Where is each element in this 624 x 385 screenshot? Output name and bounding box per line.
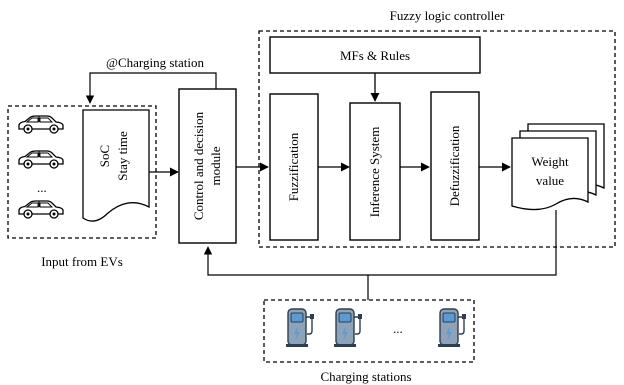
charging-station-icon <box>437 308 467 348</box>
mfs-rules-label: MFs & Rules <box>340 48 410 63</box>
inference-system-block <box>349 102 401 241</box>
inference-label: Inference System <box>367 127 382 218</box>
mfs-rules-box <box>269 36 481 74</box>
defuzzification-block <box>430 91 480 241</box>
charging-station-icon <box>285 308 315 348</box>
car-icon <box>18 115 64 134</box>
control-label-line2: module <box>208 146 223 185</box>
fuzzification-label: Fuzzification <box>286 132 301 201</box>
weight-label-line1: Weight <box>531 154 569 169</box>
stations-caption: Charging stations <box>320 369 411 384</box>
defuzzification-label: Defuzzification <box>447 125 462 206</box>
stay-time-label: Stay time <box>115 131 130 181</box>
weight-value-document <box>511 123 605 211</box>
charging-station-icon <box>333 308 363 348</box>
station-dots: ... <box>393 321 403 336</box>
return-arrow <box>203 210 557 276</box>
control-label-line1: Control and decision <box>191 111 206 220</box>
feedback-label: @Charging station <box>106 55 205 70</box>
ev-data-document <box>82 109 150 222</box>
input-caption: Input from EVs <box>41 254 123 269</box>
feedback-arrow <box>85 72 217 104</box>
car-icon <box>18 150 64 169</box>
ev-dots: ... <box>37 180 47 195</box>
charging-stations-group <box>263 299 475 363</box>
flc-title: Fuzzy logic controller <box>390 8 505 23</box>
weight-label-line2: value <box>536 173 564 188</box>
soc-label: SoC <box>97 145 112 167</box>
control-decision-module <box>178 88 237 244</box>
fuzzy-logic-controller-group <box>258 30 616 248</box>
car-icon <box>18 200 64 219</box>
